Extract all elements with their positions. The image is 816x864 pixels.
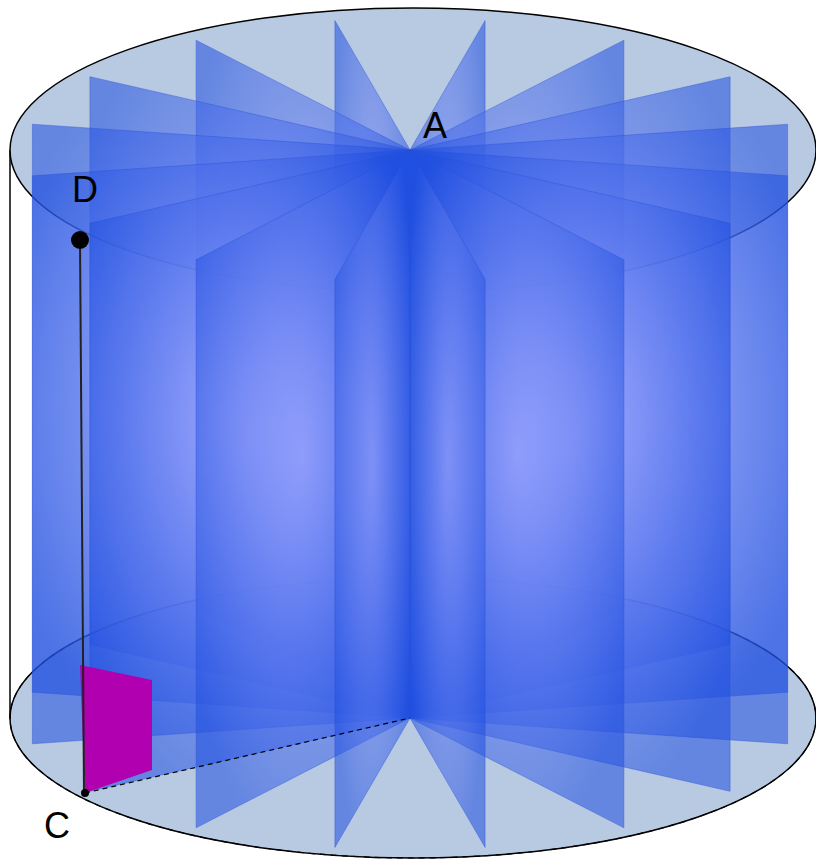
point-label: A: [423, 108, 447, 144]
point-c: [81, 789, 89, 797]
magenta-region: [80, 665, 152, 793]
point-label: D: [72, 172, 98, 208]
cylinder-side: [9, 150, 11, 718]
point-d: [71, 231, 89, 249]
half-plane: [410, 150, 485, 848]
point-label: C: [44, 808, 70, 844]
segment-dc: [80, 240, 84, 793]
half-planes: [32, 21, 787, 848]
dashed-radius: [85, 718, 410, 793]
half-plane: [335, 150, 410, 848]
